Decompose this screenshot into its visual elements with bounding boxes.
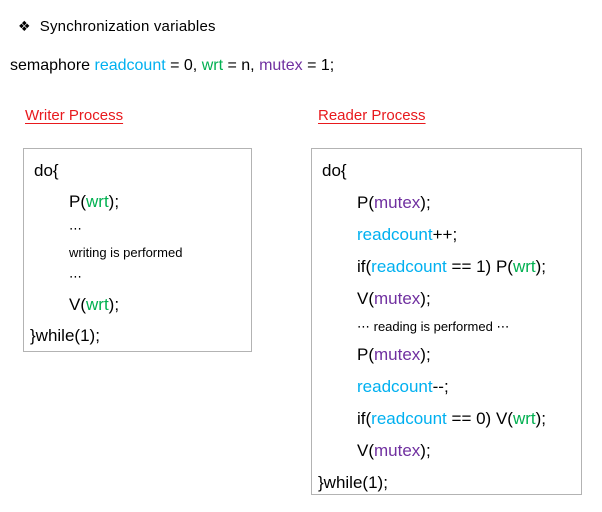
code-var-readcount: readcount — [371, 409, 447, 428]
code-line: do{ — [312, 155, 581, 187]
decl-var-mutex: mutex — [259, 57, 303, 74]
code-text: P( — [357, 345, 374, 364]
code-text: ); — [420, 193, 431, 212]
page-title: ❖ Synchronization variables — [18, 18, 216, 35]
code-text: ); — [420, 289, 431, 308]
decl-text: = 1; — [302, 57, 335, 74]
reader-code-box: do{ P(mutex); readcount++; if(readcount … — [311, 148, 582, 495]
decl-var-wrt: wrt — [201, 57, 224, 74]
semaphore-declaration: semaphore readcount = 0, wrt = n, mutex … — [10, 57, 334, 75]
code-text: do{ — [34, 161, 59, 180]
ellipsis-text: ⋯ — [69, 221, 82, 236]
comment-text: ⋯ reading is performed ⋯ — [357, 319, 510, 334]
decl-text: = 0, — [165, 57, 202, 74]
code-text: ); — [420, 345, 431, 364]
code-line: }while(1); — [24, 320, 251, 351]
ellipsis-text: ⋯ — [69, 269, 82, 284]
comment-text: writing is performed — [69, 245, 183, 260]
code-line: V(mutex); — [312, 283, 581, 315]
code-var-mutex: mutex — [374, 345, 421, 364]
code-text: if( — [357, 257, 372, 276]
code-var-mutex: mutex — [374, 441, 421, 460]
code-line: do{ — [24, 155, 251, 186]
code-var-wrt: wrt — [86, 192, 109, 211]
reader-process-heading: Reader Process — [318, 107, 426, 124]
writer-process-heading: Writer Process — [25, 107, 124, 124]
code-var-wrt: wrt — [512, 257, 536, 276]
code-var-wrt: wrt — [512, 409, 536, 428]
code-text: ); — [108, 295, 120, 314]
code-text: }while(1); — [318, 473, 388, 492]
code-var-wrt: wrt — [86, 295, 109, 314]
code-line: P(wrt); — [24, 186, 251, 217]
code-line: ⋯ — [24, 265, 251, 289]
code-line: readcount--; — [312, 371, 581, 403]
code-line: ⋯ — [24, 217, 251, 241]
diamond-bullet-icon: ❖ — [18, 18, 31, 34]
code-text: ); — [535, 257, 546, 276]
code-text: == 1) P( — [446, 257, 513, 276]
code-text: V( — [357, 289, 374, 308]
code-text: ); — [535, 409, 546, 428]
code-text: V( — [357, 441, 374, 460]
code-text: --; — [432, 377, 449, 396]
code-line: writing is performed — [24, 241, 251, 265]
code-line: if(readcount == 0) V(wrt); — [312, 403, 581, 435]
decl-text: = n, — [223, 57, 260, 74]
code-text: V( — [69, 295, 86, 314]
code-var-readcount: readcount — [371, 257, 447, 276]
code-text: == 0) V( — [446, 409, 513, 428]
code-text: ); — [108, 192, 120, 211]
code-var-readcount: readcount — [357, 225, 433, 244]
code-line: V(wrt); — [24, 289, 251, 320]
code-line: P(mutex); — [312, 187, 581, 219]
code-var-mutex: mutex — [374, 193, 421, 212]
code-line: if(readcount == 1) P(wrt); — [312, 251, 581, 283]
code-text: P( — [69, 192, 86, 211]
code-var-readcount: readcount — [357, 377, 433, 396]
code-line: ⋯ reading is performed ⋯ — [312, 315, 581, 339]
page-title-text: Synchronization variables — [39, 18, 216, 35]
code-text: do{ — [322, 161, 347, 180]
code-line: readcount++; — [312, 219, 581, 251]
decl-var-readcount: readcount — [94, 57, 166, 74]
code-text: if( — [357, 409, 372, 428]
writer-code-box: do{ P(wrt); ⋯ writing is performed ⋯ V(w… — [23, 148, 252, 352]
code-text: ); — [420, 441, 431, 460]
code-line: V(mutex); — [312, 435, 581, 467]
code-var-mutex: mutex — [374, 289, 421, 308]
code-line: }while(1); — [312, 467, 581, 499]
code-line: P(mutex); — [312, 339, 581, 371]
code-text: P( — [357, 193, 374, 212]
code-text: ++; — [432, 225, 458, 244]
code-text: }while(1); — [30, 326, 100, 345]
decl-keyword: semaphore — [10, 57, 95, 74]
